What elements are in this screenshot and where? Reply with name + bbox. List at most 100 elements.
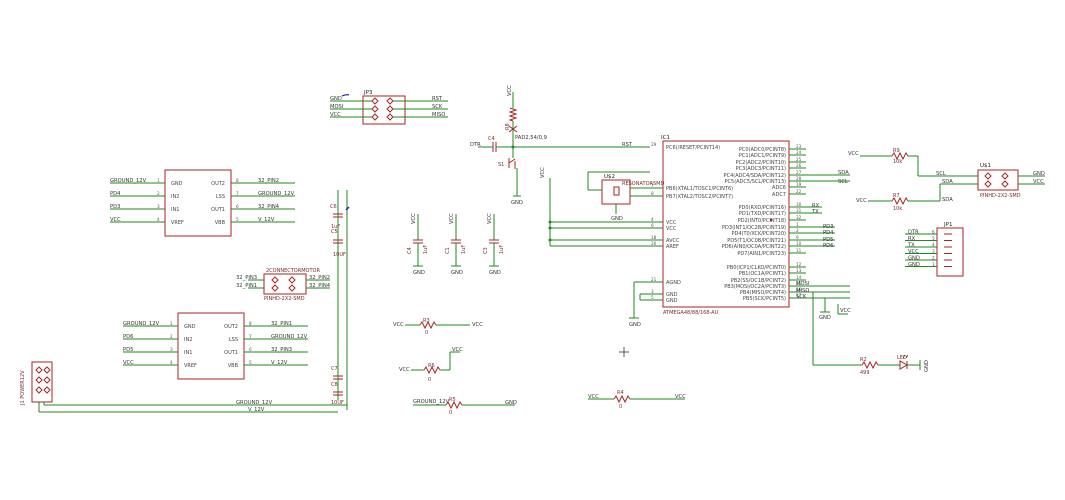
driver-pin-label: VREF	[184, 363, 197, 369]
bulk-capacitors[interactable]: C6 1uF C5 10UF C7 10UF C8	[330, 190, 350, 410]
ic1-right-pin-num: 13	[796, 268, 802, 273]
connector-pin-1: 32_PIN1	[236, 283, 257, 289]
driver-pin-label: IN2	[184, 337, 192, 343]
led-gnd: GND	[924, 360, 930, 372]
r3-left: VCC	[393, 322, 404, 328]
ic1-left-pin-label: PB6(XTAL1/TOSC1/PCINT6)	[666, 186, 733, 192]
r7-ref: R7	[893, 193, 900, 199]
driver-net-left: VCC	[123, 360, 134, 366]
decoupling-gnd: GND	[413, 270, 425, 276]
ic1-vcc-label: VCC	[540, 167, 546, 178]
ic1-left-pin-num: 3	[651, 289, 654, 294]
driver-pin-num-right: 6	[249, 347, 252, 352]
ic1-right-pin-num: 16	[796, 287, 802, 292]
jp1-net-label: RX	[908, 236, 916, 242]
ic1-right-pin-label: ADC6	[772, 185, 786, 191]
ic1-right-pin-num: 24	[796, 150, 802, 155]
j1-net-ground: GROUND_12V	[236, 400, 273, 406]
ic1-right-pin-label: PD6(AIN0/OC0A/PCINT22)	[722, 244, 786, 250]
ic1-name: ATMEGA48/88/168-AU	[663, 310, 719, 316]
ic1-int0-dot	[769, 218, 773, 222]
resistor-r4[interactable]: VCC R4 0 VCC	[588, 390, 686, 410]
driver-pin-label-right: OUT2	[211, 181, 225, 187]
r4-val: 0	[619, 404, 622, 410]
r4-ref: R4	[617, 390, 624, 396]
ic1-right-pin-num: 2	[796, 228, 799, 233]
r3-right: VCC	[472, 322, 483, 328]
driver-pin-num: 2	[170, 334, 173, 339]
ic1-right-pin-num: 28	[796, 176, 802, 181]
r5-val: 0	[449, 410, 452, 416]
net-mosi: MOSI	[796, 281, 810, 287]
jp3-header[interactable]: JP3 GND MOSI VCC RST SCK MISO	[330, 90, 448, 125]
ic1-left-pin-num: 21	[651, 277, 657, 282]
ic1-left-pin-label: GND	[666, 292, 678, 298]
driver-net-right: 32_PIN3	[271, 347, 292, 353]
decoupling-val: 1uF	[499, 245, 505, 254]
motor-connector[interactable]: 2CONNECTORMOTOR PINHD-2X2-SMD 32_PIN3 32…	[236, 268, 331, 302]
resistor-r6[interactable]: VCC R6 0 VCC	[399, 347, 463, 383]
i2c-pullups[interactable]: VCC R9 10k VCC R7 10k SCL SDA SDA	[848, 148, 978, 212]
net-pd5: PD5	[823, 237, 833, 243]
driver-pin-label: IN2	[171, 194, 179, 200]
jp1-net-label: DTR	[908, 230, 919, 236]
driver-net-left: GROUND_12V	[123, 321, 160, 327]
u1-net-gnd: GND	[1033, 171, 1045, 177]
driver-pin-label: GND	[184, 324, 196, 330]
ic1-left-pin-label: AGND	[666, 280, 681, 286]
net-pd4: PD4	[823, 230, 834, 236]
ic1-right-pin-label: PB4(MISO/PCINT4)	[740, 290, 786, 296]
decoupling-val: 1uF	[423, 245, 429, 254]
u1-net-vcc: VCC	[1033, 179, 1044, 185]
ic1-right-pin-num: 22	[796, 189, 802, 194]
driver-net-right: 32_PIN2	[258, 178, 279, 184]
c6-val: 1uF	[331, 224, 340, 230]
driver-pin-label-right: OUT1	[224, 350, 238, 356]
reset-pad-label: PAD2,54/0,9	[515, 135, 547, 141]
ic1-left-pin-num: 6	[651, 223, 654, 228]
led-branch[interactable]: R2 499 LED GND	[860, 354, 930, 376]
resistor-r3[interactable]: VCC R3 0 VCC	[393, 318, 483, 336]
reset-vcc-label: VCC	[507, 85, 513, 96]
r7-val: 10k	[893, 206, 902, 212]
ic1-right-pin-label: ADC7	[772, 192, 786, 198]
resonator-u2[interactable]: U$2 RESONATORSMD GND	[587, 171, 664, 222]
ic1-atmega[interactable]: IC1 ATMEGA48/88/168-AU 29PC6(/RESET/PCIN…	[651, 135, 806, 316]
power-connector-j1[interactable]: J1 POWER12V GROUND_12V V_12V	[20, 361, 347, 413]
ic1-right-pin-num: 11	[796, 248, 802, 253]
r4-left: VCC	[588, 394, 599, 400]
jp1-pin-num: 5	[932, 236, 935, 241]
decoupling-ref: C3	[483, 247, 489, 254]
ic1-right-pin-num: 9	[796, 235, 799, 240]
c7-ref: C7	[331, 366, 338, 372]
ic1-right-pin-num: 12	[796, 262, 802, 267]
jp1-ref: JP1	[943, 222, 952, 228]
j1-net-v12: V_12V	[248, 407, 265, 413]
ic1-right-pin-num: 26	[796, 163, 802, 168]
driver-net-right: GROUND_12V	[271, 334, 308, 340]
jp1-net-label: GND	[908, 256, 920, 262]
ic1-right-pin-label: PD7(AIN1/PCINT23)	[737, 251, 786, 257]
r5-ref: R5	[449, 397, 456, 403]
ic1-left-pin-num: 4	[651, 217, 654, 222]
jp3-pin-rst: RST	[432, 96, 443, 102]
reset-circuit[interactable]: VCC R8 PAD2,54/0,9 DTR RST C4 S1 GND	[470, 85, 650, 206]
ic1-left-pin-num: 20	[651, 241, 657, 246]
resistor-r5[interactable]: GROUND_12V R5 0 GND	[413, 397, 517, 416]
driver-net-right: V_12V	[271, 360, 288, 366]
r9-vcc: VCC	[848, 151, 859, 157]
reset-rst-label: RST	[622, 142, 633, 148]
r7-vcc: VCC	[856, 198, 867, 204]
ic1-right-pin-label: PD5(T1/OC0B/PCINT21)	[727, 238, 786, 244]
u1-net-scl: SCL	[936, 171, 946, 177]
u1-header[interactable]: U$1 PINHD-2X2-SMD GND VCC	[977, 163, 1045, 199]
r6-ref: R6	[428, 363, 435, 369]
ic1-right-pin-label: PB5(SCK/PCINT5)	[743, 296, 786, 302]
net-tx: TX	[811, 209, 819, 215]
reset-s1-ref: S1	[498, 162, 504, 168]
ic1-right-pin-label: PC5(ADC5/SCL/PCINT13)	[725, 179, 787, 185]
